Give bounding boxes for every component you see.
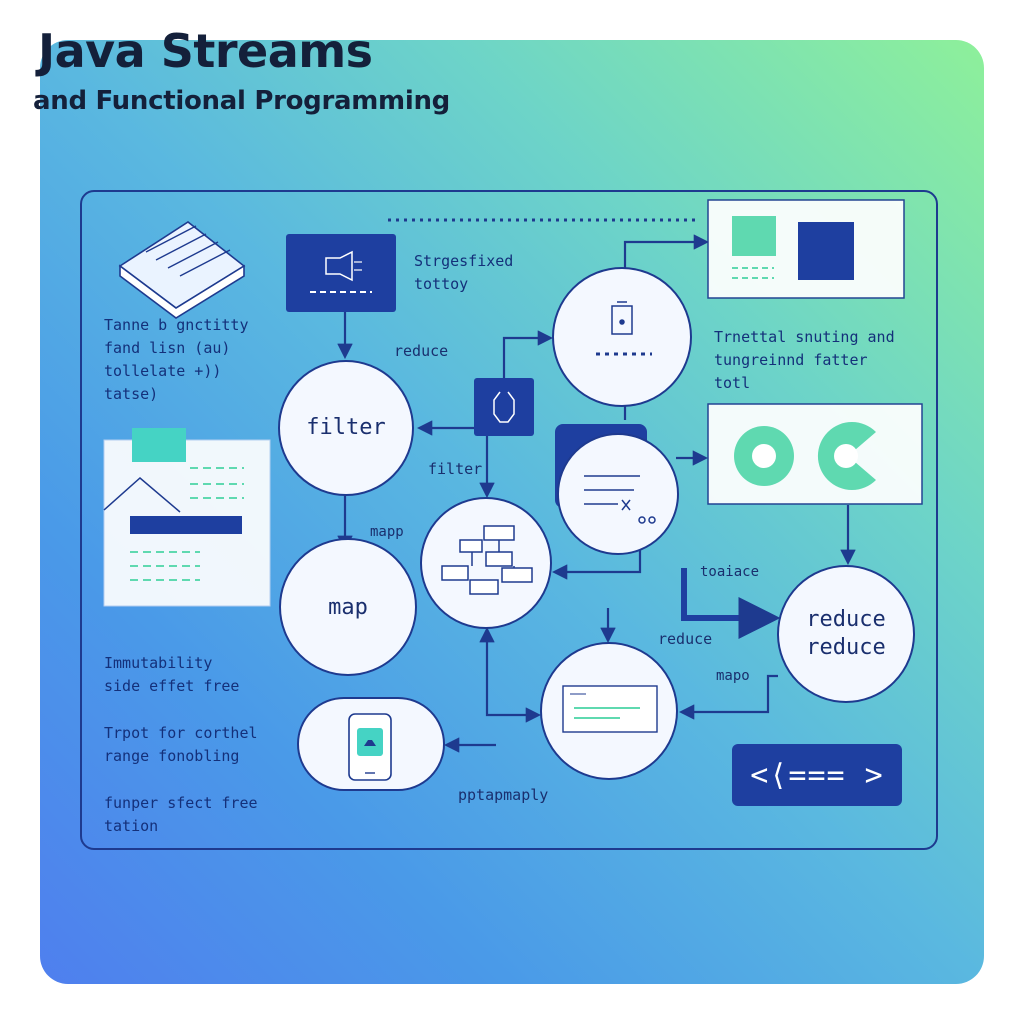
flow-label-reduce-lower: reduce: [658, 630, 713, 648]
flow-label-mapo: mapo: [716, 668, 750, 684]
arrow-split-to-lock: [502, 330, 554, 378]
lock-node: [552, 267, 692, 407]
document-icon: [103, 428, 271, 607]
arrow-bold-to-reduce: [681, 568, 781, 639]
filter-node-label: filter: [306, 415, 386, 440]
flow-label-mapp: mapp: [370, 524, 404, 540]
funnel-icon: [286, 234, 396, 312]
flow-label-pptapmaply: pptapmaply: [458, 786, 549, 804]
flow-label-reduce: reduce: [394, 342, 449, 360]
right-description-text: Trnettal snuting and tungreinnd fatter t…: [714, 328, 895, 392]
arrow-lock-to-image: [623, 234, 710, 268]
arrow-flowchart-to-pipe: [479, 626, 542, 723]
checklist-icon: [584, 475, 656, 524]
left-description-text: Tanne b gnctitty fand lisn (au) tollelat…: [104, 316, 249, 403]
pipe-icon: [562, 685, 658, 733]
split-icon: [474, 378, 534, 436]
arrow-reduce-to-pipe: [678, 674, 778, 720]
immutability-text: Immutability side effet free: [104, 654, 240, 695]
page-title: Java Streams: [38, 24, 373, 78]
flow-label-filter: filter: [428, 460, 483, 478]
phone-icon: [297, 697, 445, 791]
flow-label-toaiace: toaiace: [700, 564, 760, 580]
ring-icon: [707, 403, 923, 505]
trpot-text: Trpot for corthel range fonobling: [104, 724, 258, 765]
reduce-node: [777, 565, 915, 703]
image-card: [707, 199, 905, 299]
map-node: [279, 538, 417, 676]
lock-icon: [596, 301, 652, 356]
filter-node: [278, 360, 414, 496]
page-subtitle: and Functional Programming: [33, 86, 450, 116]
reduce-node-label: reduce reduce: [806, 607, 886, 660]
book-icon: [118, 221, 246, 319]
flowchart-icon: [441, 525, 533, 595]
funper-text: funper sfect free tation: [104, 794, 258, 835]
map-node-label: map: [328, 595, 368, 620]
checklist-node: [557, 433, 679, 555]
diagram-frame: [80, 190, 938, 850]
code-icon: <⟨=== >: [732, 744, 902, 806]
stream-factory-text: Strgesfixed tottoy: [414, 252, 514, 293]
